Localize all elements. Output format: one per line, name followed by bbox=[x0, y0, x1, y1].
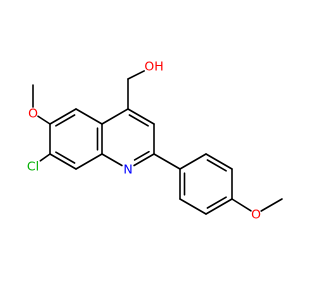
double-bond-p4-p5 bbox=[206, 196, 227, 209]
double-bond-p2-p3 bbox=[206, 159, 227, 172]
atom-label-nitrogen: N bbox=[123, 162, 132, 177]
bond-op-mep bbox=[260, 198, 283, 212]
bond-p2-p3 bbox=[205, 153, 233, 170]
bond-c2-p1 bbox=[153, 153, 181, 170]
bond-c5-c6 bbox=[49, 108, 77, 125]
bond-c6-o6 bbox=[37, 115, 51, 125]
bond-c4a-c5 bbox=[75, 108, 103, 125]
bond-p4-p5 bbox=[205, 198, 233, 215]
bond-n-c8a bbox=[101, 153, 123, 167]
atom-label-oh: OH bbox=[144, 59, 163, 74]
atom-label-chlorine: Cl bbox=[27, 159, 39, 174]
molecule-canvas: OH O O Cl N bbox=[26, 58, 283, 222]
bond-c4a-c4 bbox=[101, 108, 129, 125]
bond-c8-c8a bbox=[75, 153, 103, 170]
atom-label-phenyl-methoxy-oxygen: O bbox=[251, 207, 261, 222]
structure-drawing: OH O O Cl N bbox=[27, 59, 283, 222]
double-bond-c4-c3 bbox=[128, 114, 149, 127]
double-bond-c5-c6 bbox=[55, 114, 76, 127]
double-bond-c2-n bbox=[133, 150, 150, 161]
atom-label-methoxy-oxygen: O bbox=[28, 106, 38, 121]
bond-ch2-oh bbox=[127, 70, 145, 80]
bond-c7-c8 bbox=[49, 153, 77, 170]
bond-c4-c3 bbox=[127, 108, 155, 125]
bond-p5-p6 bbox=[179, 198, 207, 215]
bond-p4-op bbox=[231, 198, 252, 212]
bond-c7-cl bbox=[39, 153, 51, 162]
double-bond-c7-c8 bbox=[55, 151, 76, 164]
bond-c2-n bbox=[133, 153, 155, 167]
label-layer: OH O O Cl N bbox=[27, 59, 261, 222]
bond-p1-p2 bbox=[179, 153, 207, 170]
bond-layer-main bbox=[32, 70, 283, 215]
